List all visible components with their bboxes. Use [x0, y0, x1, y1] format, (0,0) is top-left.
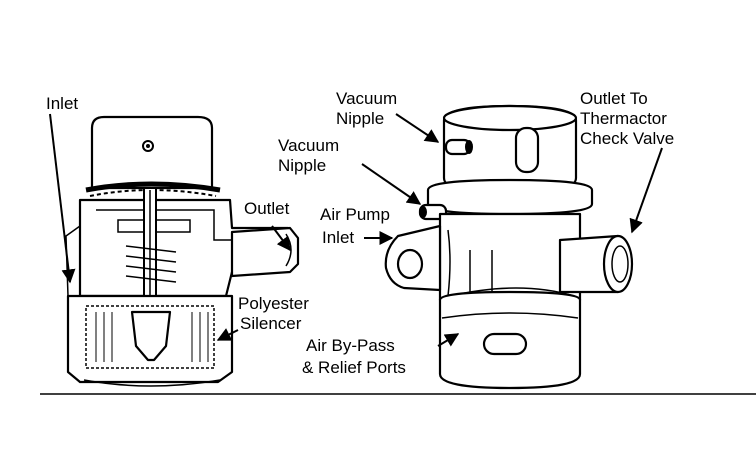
label-air-pump-line1: Air Pump [320, 205, 390, 224]
silencer-arrow [216, 328, 239, 341]
outlet-check-valve-arrow [629, 147, 663, 234]
body-flange [426, 178, 594, 216]
nipple-side-arrow [361, 163, 422, 205]
label-silencer-line2: Silencer [240, 314, 302, 333]
bypass-port [482, 332, 528, 356]
cap-screw-icon [142, 140, 154, 152]
label-bypass-line2: & Relief Ports [302, 358, 406, 377]
cross-section-valve [65, 115, 300, 387]
bypass-arrow [437, 333, 460, 347]
label-air-pump-line2: Inlet [322, 228, 355, 247]
label-vacuum-nipple-top-line1: Vacuum [336, 89, 398, 108]
valve-spring [125, 245, 177, 283]
label-vacuum-nipple-side-line2: Nipple [278, 156, 327, 175]
label-bypass-line1: Air By-Pass [306, 336, 395, 355]
outlet-arrow [271, 225, 291, 252]
label-outlet: Outlet [244, 199, 290, 218]
poppet-valve [130, 310, 172, 362]
exterior-valve [384, 104, 634, 390]
outlet-port [230, 226, 300, 278]
label-vacuum-nipple-top-line2: Nipple [336, 109, 385, 128]
nipple-top-arrow [395, 113, 440, 143]
diaphragm [85, 181, 221, 193]
valve-top-cap [90, 115, 214, 190]
label-silencer-line1: Polyester [238, 294, 309, 313]
label-vacuum-nipple-side-line1: Vacuum [278, 136, 340, 155]
label-outlet-to-line3: Check Valve [580, 129, 675, 148]
label-outlet-to-line1: Outlet To [580, 89, 648, 108]
label-outlet-to-line2: Thermactor [580, 109, 667, 128]
label-inlet: Inlet [46, 94, 79, 113]
inlet-arrow [49, 113, 76, 284]
cap-slot [514, 126, 540, 174]
